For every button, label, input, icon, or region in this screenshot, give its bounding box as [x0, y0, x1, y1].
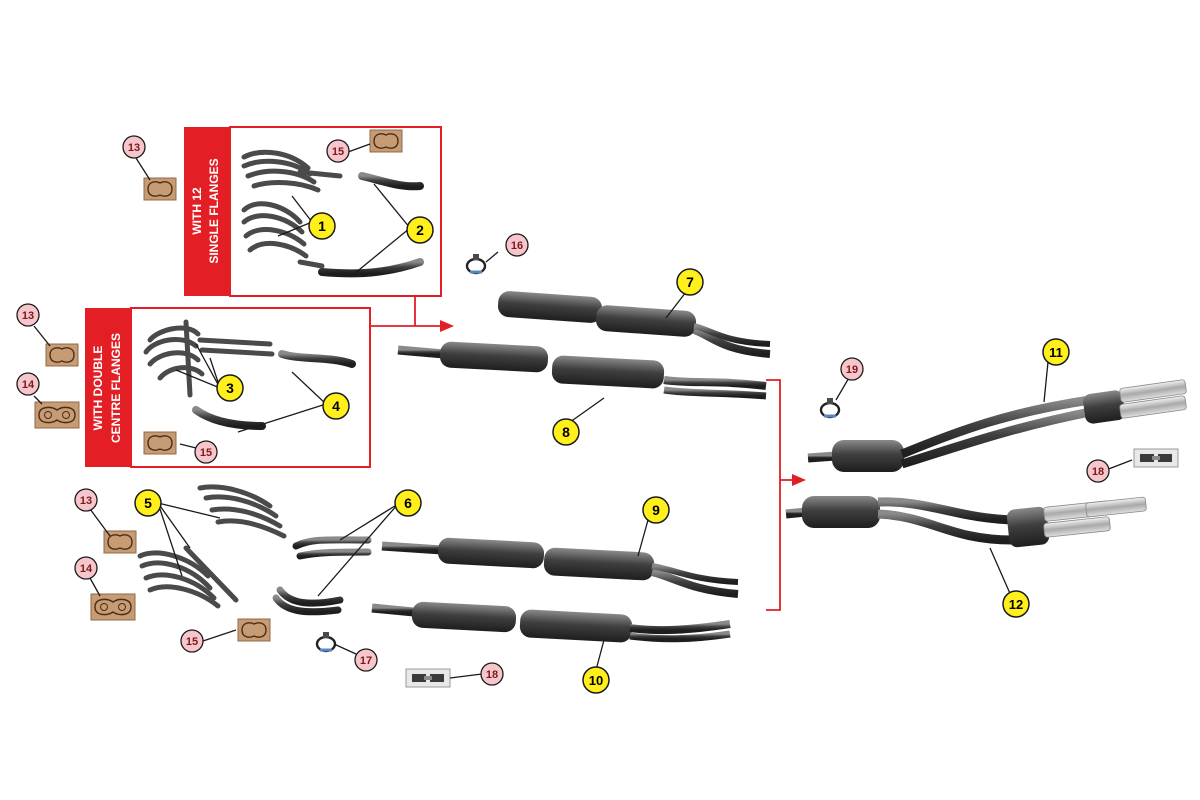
leader-lines [33, 143, 1133, 679]
tailpipe-icon [785, 496, 1147, 548]
callout-12: 12 [1002, 590, 1030, 618]
svg-text:12: 12 [1009, 597, 1023, 612]
svg-text:7: 7 [686, 274, 694, 290]
callout-5: 5 [134, 489, 162, 517]
clamp-icon [465, 252, 487, 275]
downpipe-icon [318, 172, 424, 278]
callout-15-bottom: 15 [180, 629, 204, 653]
gasket-icon [143, 177, 177, 201]
gasket-icon [143, 431, 177, 455]
svg-text:9: 9 [652, 502, 660, 518]
svg-text:2: 2 [416, 222, 424, 238]
silencer-icon [458, 291, 771, 358]
arrow-icon [792, 474, 806, 486]
connector-right [766, 379, 806, 611]
silencer-icon [397, 341, 767, 400]
double-flanges-frame [130, 307, 371, 468]
gasket-icon [45, 343, 79, 367]
clamp-icon [819, 396, 841, 419]
callout-15-mid: 15 [194, 440, 218, 464]
connector-left [370, 296, 454, 332]
svg-text:13: 13 [80, 495, 92, 507]
double-flanges-label-line1: WITH DOUBLE [91, 346, 105, 431]
svg-text:16: 16 [511, 240, 523, 252]
callout-13-top: 13 [122, 135, 146, 159]
exhaust-manifold-icon [143, 319, 275, 398]
svg-text:5: 5 [144, 495, 152, 511]
svg-text:18: 18 [1092, 466, 1104, 478]
callout-7: 7 [676, 268, 704, 296]
callout-15-top: 15 [326, 139, 350, 163]
clamp-icon [315, 630, 337, 653]
callout-1: 1 [308, 212, 336, 240]
svg-text:13: 13 [22, 310, 34, 322]
svg-text:10: 10 [589, 673, 603, 688]
svg-text:4: 4 [332, 398, 340, 414]
hanger-icon [1133, 448, 1179, 468]
svg-text:18: 18 [486, 669, 498, 681]
exhaust-manifold-icon [241, 149, 343, 269]
callout-19: 19 [840, 357, 864, 381]
hanger-icon [405, 668, 451, 688]
silencer-icon [371, 601, 731, 643]
callout-6: 6 [394, 489, 422, 517]
silencer-icon [381, 537, 739, 598]
callout-17: 17 [354, 648, 378, 672]
gasket-icon [237, 618, 271, 642]
svg-text:8: 8 [562, 424, 570, 440]
svg-text:6: 6 [404, 495, 412, 511]
svg-text:15: 15 [200, 447, 212, 459]
callout-13-mid: 13 [16, 303, 40, 327]
svg-text:15: 15 [186, 636, 198, 648]
double-flanges-label-line2: CENTRE FLANGES [109, 333, 123, 443]
single-flanges-label-line1: WITH 12 [190, 187, 204, 235]
double-flanges-label-bg [85, 308, 131, 467]
svg-text:1: 1 [318, 218, 326, 234]
svg-text:17: 17 [360, 655, 372, 667]
downpipe-icon [192, 350, 356, 430]
single-flanges-label-bg [184, 127, 230, 296]
callout-16: 16 [505, 233, 529, 257]
callout-18-right: 18 [1086, 459, 1110, 483]
callout-14-bottom: 14 [74, 556, 98, 580]
svg-text:3: 3 [226, 380, 234, 396]
callout-13-bottom: 13 [74, 488, 98, 512]
callout-2: 2 [406, 216, 434, 244]
single-flanges-frame [229, 126, 442, 297]
callout-10: 10 [582, 666, 610, 694]
callout-18-bottom: 18 [480, 662, 504, 686]
exhaust-manifold-icon [137, 484, 287, 609]
gasket-icon [90, 593, 136, 621]
svg-text:14: 14 [22, 379, 35, 391]
svg-text:19: 19 [846, 364, 858, 376]
callout-11: 11 [1042, 338, 1070, 366]
arrow-icon [440, 320, 454, 332]
double-flanges-box: WITH DOUBLE CENTRE FLANGES [85, 307, 371, 468]
callout-9: 9 [642, 496, 670, 524]
gasket-icon [34, 401, 80, 429]
callout-8: 8 [552, 418, 580, 446]
callout-14-mid: 14 [16, 372, 40, 396]
svg-text:15: 15 [332, 146, 344, 158]
gasket-icon [369, 129, 403, 153]
svg-text:14: 14 [80, 563, 93, 575]
callout-4: 4 [322, 392, 350, 420]
tailpipe-icon [807, 379, 1187, 472]
callout-3: 3 [216, 374, 244, 402]
svg-text:11: 11 [1049, 345, 1063, 360]
single-flanges-label-line2: SINGLE FLANGES [207, 158, 221, 263]
downpipe-icon [272, 536, 372, 616]
svg-text:13: 13 [128, 142, 140, 154]
single-flanges-box: WITH 12 SINGLE FLANGES [184, 126, 442, 297]
